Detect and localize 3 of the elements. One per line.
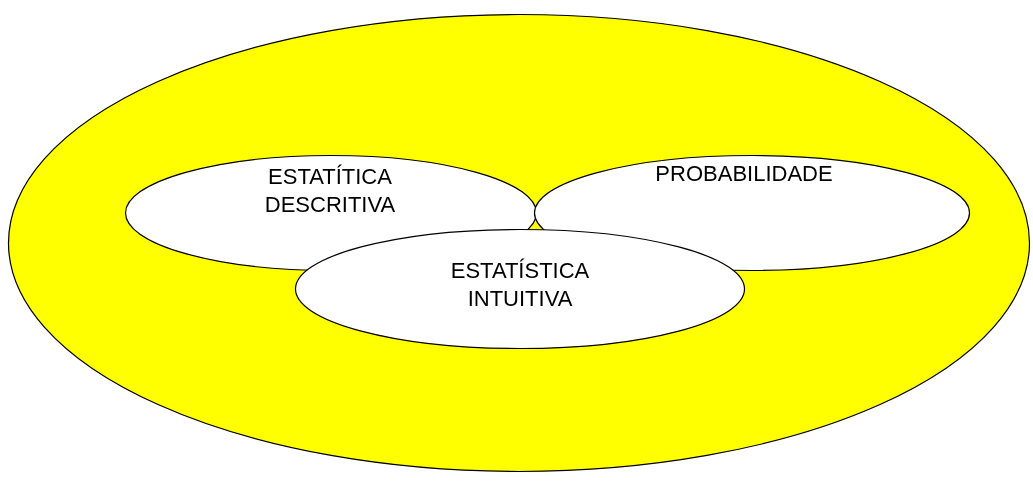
ellipse-label: PROBABILIDADE: [654, 160, 834, 188]
ellipse-label: ESTATÍTICA DESCRITIVA: [263, 163, 397, 219]
ellipse-label: ESTATÍSTICA INTUITIVA: [449, 257, 591, 313]
